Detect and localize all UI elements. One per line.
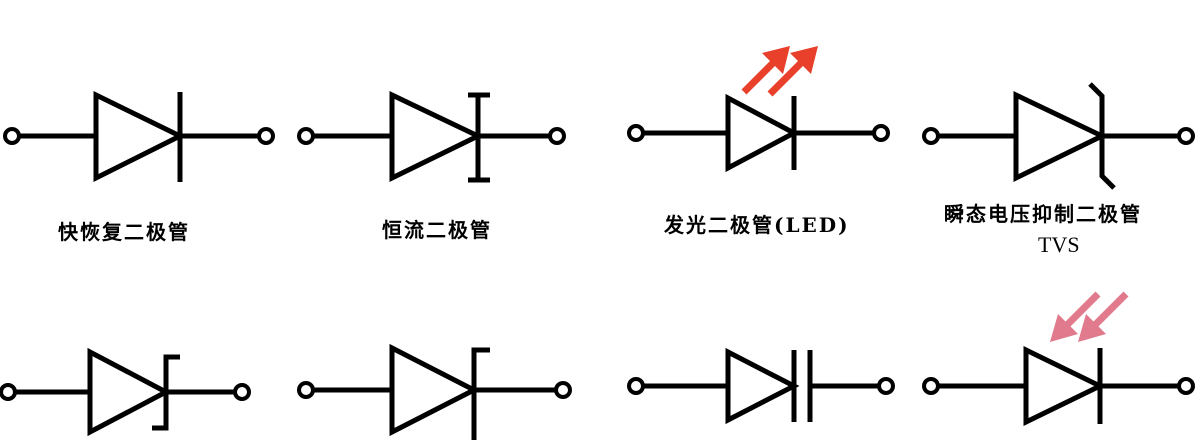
terminal-left: [297, 127, 315, 145]
terminal-right: [1177, 377, 1195, 395]
tvs-sublabel: TVS: [1038, 232, 1080, 257]
terminal-left: [922, 377, 940, 395]
terminal-left: [297, 381, 315, 399]
terminal-right: [257, 127, 275, 145]
terminal-left: [0, 383, 17, 401]
fast-recovery-diode-symbol: [3, 90, 275, 183]
terminal-left: [3, 127, 21, 145]
terminal-right: [548, 127, 566, 145]
tvs-diode-symbol: [922, 82, 1195, 190]
terminal-right: [554, 381, 572, 399]
terminal-left: [627, 124, 645, 142]
light-incident-arrows: [1050, 291, 1129, 342]
tvs-diode-label: 瞬态电压抑制二极管: [944, 202, 1142, 226]
terminal-left: [922, 127, 940, 145]
terminal-right: [877, 377, 895, 395]
constant-current-diode-label: 恒流二极管: [382, 218, 492, 242]
terminal-right: [233, 383, 251, 401]
terminal-right: [1177, 127, 1195, 145]
led-symbol: [627, 46, 890, 173]
fast-recovery-diode-label: 快恢复二极管: [58, 220, 190, 244]
varactor-diode-symbol: [627, 347, 895, 425]
photodiode-symbol: [922, 291, 1195, 426]
terminal-right: [872, 124, 890, 142]
led-label: 发光二极管(LED): [664, 213, 850, 237]
constant-current-diode-symbol: [297, 91, 566, 183]
terminal-left: [627, 377, 645, 395]
zener-diode-symbol: [0, 347, 251, 437]
light-emission-arrows: [741, 46, 818, 97]
bracket-diode-symbol: [297, 343, 572, 440]
